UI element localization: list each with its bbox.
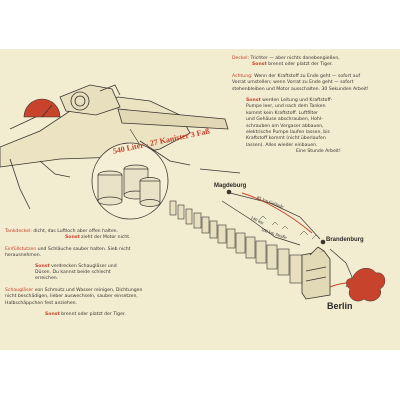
city-label-berlin: Berlin [327, 301, 353, 311]
text-line: Sonst brennt oder platzt der Tiger. [252, 62, 333, 68]
text-line: Eine Stunde Arbeit! [296, 149, 341, 155]
text-line: schrauben am Vergaser abbauen, [246, 123, 324, 129]
text-line: Halbschäppchen fest anziehen. [5, 300, 78, 306]
text-line: Sonst brennt oder platzt der Tiger. [45, 312, 126, 318]
city-label-brandenburg: Brandenburg [326, 237, 364, 243]
fuel-gauge-icon [23, 98, 61, 118]
fuel-barrel-icon [91, 128, 169, 220]
text-line: lassen). Alles wieder einbauen. [246, 142, 318, 148]
illustration [0, 84, 386, 302]
text-line: Sonst verdrecken Schaugläser und [35, 263, 117, 269]
text-line: Kraftstoff kommt (nicht überlaufen [246, 136, 326, 142]
text-line: und Gehäuse abschrauben, Hohl- [246, 117, 323, 123]
text-line: erreichen. [35, 276, 59, 282]
city-marker-brandenburg [320, 239, 326, 245]
left-text-column: Tankdeckel: dicht, das Luftloch aber off… [5, 229, 142, 318]
city-marker-magdeburg [226, 189, 232, 195]
terrain-marks [259, 215, 321, 240]
text-line: nicht beschädigen, lieber auswechseln, s… [5, 294, 138, 300]
text-line: Achtung: Wenn der Kraftstoff zu Ende geh… [232, 73, 361, 79]
text-line: Tankdeckel: dicht, das Luftloch aber off… [5, 229, 119, 234]
city-area-berlin [346, 267, 386, 302]
text-line: kommt kein Kraftstoff. Luftfilter [246, 110, 319, 116]
text-line: Schaugläser von Schmutz und Wasser reini… [5, 287, 143, 293]
text-line: Düsen. Du kannst beide schlecht [35, 270, 111, 276]
text-line: elektrische Pumpe laufen lassen, bis [246, 130, 330, 136]
text-line: Sonst zieht der Motor nicht. [65, 235, 131, 241]
text-line: stehenbleiben und Motor ausschalten. 30 … [232, 86, 369, 92]
city-label-magdeburg: Magdeburg [214, 183, 247, 189]
text-line: Sonst werden Leitung und Kraftstoff- [246, 98, 333, 104]
text-line: herausnehmen. [5, 253, 42, 259]
text-line: Pumpe leer, und nach dem Tanken [246, 104, 326, 110]
right-text-column: Deckel: Trichter — aber nichts danebengi… [232, 56, 369, 156]
text-line: Einfüllstutzen und Schläuche sauber halt… [5, 246, 131, 252]
text-line: Vorrat umstellen; wenn Vorrat zu Ende ge… [232, 80, 354, 86]
jerrycan-row [169, 200, 303, 284]
manual-page: Deckel: Trichter — aber nichts danebengi… [0, 49, 400, 350]
jerrycan-icon [301, 246, 331, 300]
text-line: Deckel: Trichter — aber nichts danebengi… [232, 56, 340, 61]
